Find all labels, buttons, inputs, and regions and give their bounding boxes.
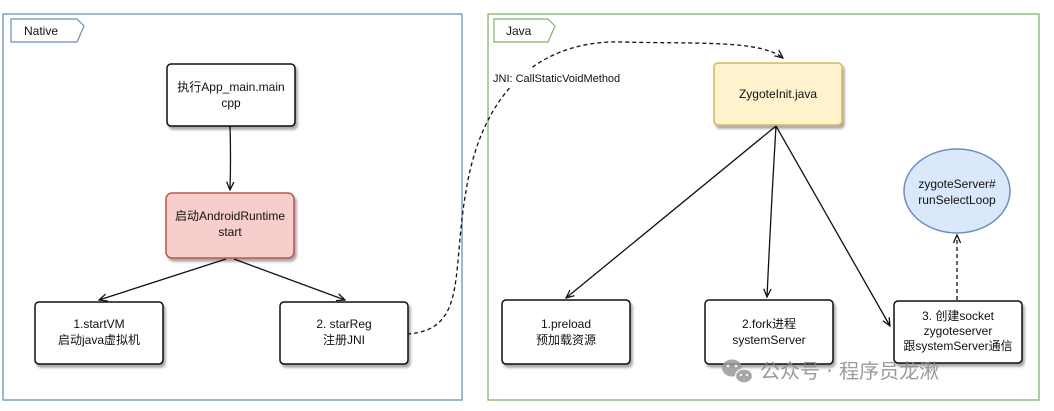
jni-label: JNI: CallStaticVoidMethod [490, 69, 627, 86]
node-select-loop: zygoteServer# runSelectLoop [903, 148, 1011, 234]
node-fork: 2.fork进程 systemServer [704, 299, 834, 365]
wechat-icon [722, 359, 754, 384]
edge-runtime-to-startvm [99, 258, 227, 300]
svg-text:注册JNI: 注册JNI [323, 332, 365, 347]
svg-text:zygoteServer#: zygoteServer# [918, 177, 996, 191]
edge-runtime-to-starreg [233, 258, 345, 300]
svg-text:2. starReg: 2. starReg [316, 317, 371, 331]
edge-zygote-to-fork [767, 125, 777, 297]
native-frame: Native [2, 13, 463, 401]
java-frame-tag: Java [506, 24, 532, 38]
svg-text:启动AndroidRuntime: 启动AndroidRuntime [175, 209, 285, 223]
edge-zygote-to-preload [566, 125, 777, 298]
edges [99, 41, 957, 335]
edge-jni-call [406, 41, 783, 335]
svg-text:预加载资源: 预加载资源 [536, 333, 596, 347]
svg-text:3. 创建socket: 3. 创建socket [922, 309, 995, 323]
svg-text:cpp: cpp [221, 96, 241, 110]
watermark: 公众号 · 程序员龙湫 [722, 359, 939, 384]
svg-text:2.fork进程: 2.fork进程 [742, 316, 796, 331]
svg-text:systemServer: systemServer [732, 333, 805, 347]
java-frame: Java [487, 13, 1040, 401]
svg-text:1.startVM: 1.startVM [73, 317, 124, 331]
edge-zygote-to-socket [775, 125, 890, 326]
svg-text:runSelectLoop: runSelectLoop [918, 193, 996, 207]
svg-text:执行App_main.main: 执行App_main.main [177, 80, 284, 94]
node-zygote-init: ZygoteInit.java [713, 62, 843, 126]
native-frame-tag: Native [24, 24, 58, 38]
node-app-main: 执行App_main.main cpp [166, 63, 296, 127]
node-android-runtime: 启动AndroidRuntime start [165, 192, 295, 259]
svg-text:1.preload: 1.preload [541, 317, 591, 331]
svg-text:ZygoteInit.java: ZygoteInit.java [739, 87, 817, 101]
node-start-vm: 1.startVM 启动java虚拟机 [34, 301, 164, 365]
node-preload: 1.preload 预加载资源 [501, 299, 631, 365]
edge-app-main-to-runtime [230, 125, 231, 190]
svg-text:zygoteserver: zygoteserver [924, 324, 993, 338]
node-create-socket: 3. 创建socket zygoteserver 跟systemServer通信 [893, 300, 1023, 364]
node-star-reg: 2. starReg 注册JNI [279, 301, 409, 365]
svg-text:启动java虚拟机: 启动java虚拟机 [58, 333, 140, 347]
svg-text:跟systemServer通信: 跟systemServer通信 [903, 339, 1012, 353]
svg-text:JNI: CallStaticVoidMethod: JNI: CallStaticVoidMethod [493, 73, 620, 85]
svg-text:start: start [218, 225, 242, 239]
watermark-text: 公众号 · 程序员龙湫 [760, 359, 939, 383]
